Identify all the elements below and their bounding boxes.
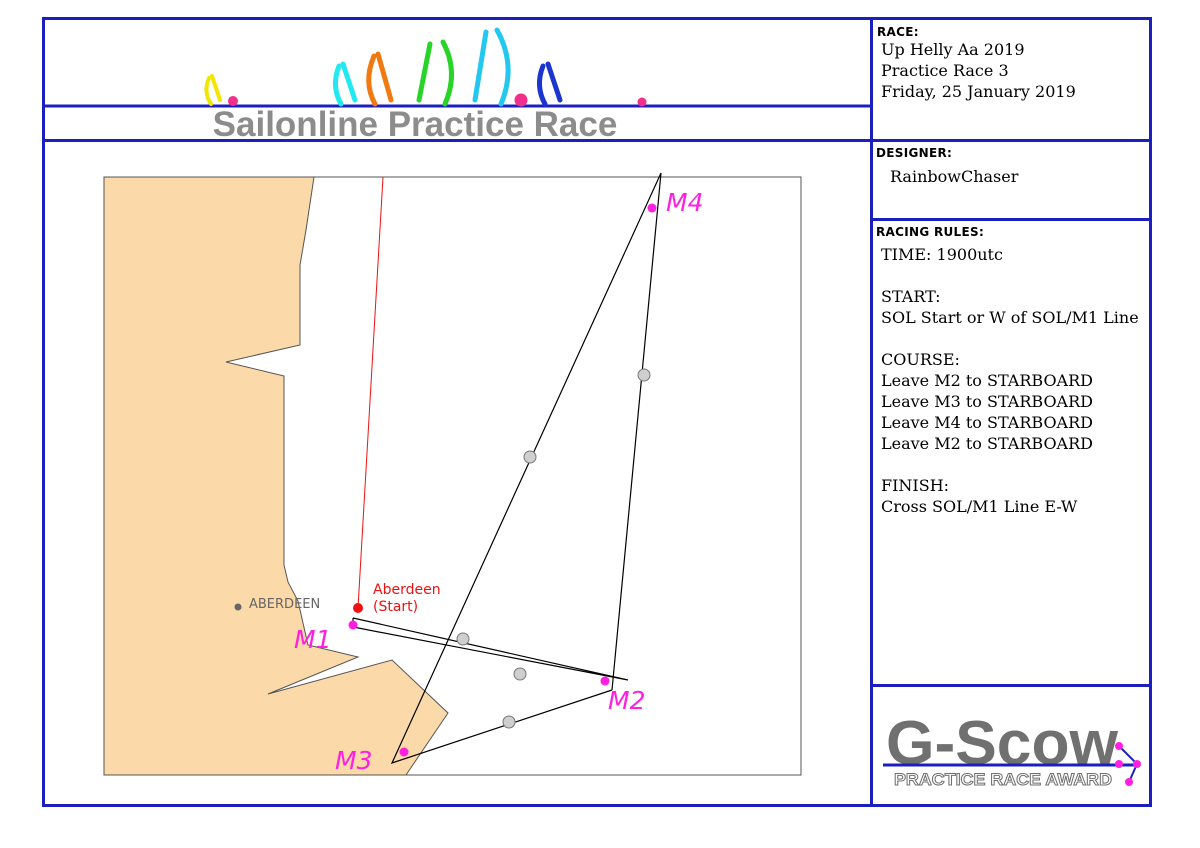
course-map: ABERDEEN Aberdeen (Start) M1 M2 M3 M4 (103, 172, 802, 776)
buoy-icon (1125, 778, 1133, 786)
rules-finish-text: Cross SOL/M1 Line E-W (881, 497, 1078, 516)
start-label: Aberdeen (373, 582, 441, 598)
mark-label-m1: M1 (294, 625, 331, 654)
mark-label-m2: M2 (608, 686, 645, 715)
mark-m3 (399, 747, 409, 757)
designer-name: RainbowChaser (890, 167, 1019, 186)
direction-arrow-icon (513, 667, 527, 681)
banner-divider (42, 139, 873, 142)
direction-arrow-icon (456, 632, 470, 646)
award-title: G-Scow (886, 709, 1119, 778)
award-logo: G-Scow PRACTICE RACE AWARD (883, 709, 1141, 790)
rules-finish-heading: FINISH: (881, 476, 950, 495)
yellow-sail-icon (204, 76, 213, 106)
rules-start-heading: START: (881, 287, 941, 306)
direction-arrows (456, 368, 651, 729)
race-subtitle: Practice Race 3 (881, 61, 1009, 80)
rules-course-item: Leave M2 to STARBOARD (881, 434, 1093, 453)
start-marker (353, 603, 363, 613)
start-sublabel: (Start) (373, 599, 418, 615)
mark-m1 (348, 620, 358, 630)
direction-arrow-icon (637, 368, 651, 382)
buoy-icon (228, 96, 238, 106)
designer-label: DESIGNER: (876, 146, 953, 160)
city-label: ABERDEEN (249, 597, 320, 612)
rules-course-item: Leave M4 to STARBOARD (881, 413, 1093, 432)
direction-arrow-icon (523, 450, 537, 464)
race-label: RACE: (877, 25, 919, 39)
rules-time: TIME: 1900utc (881, 245, 1003, 264)
direction-arrow-icon (502, 715, 516, 729)
buoy-icon (1115, 742, 1123, 750)
buoy-icon (637, 97, 647, 107)
mark-m4 (647, 203, 657, 213)
race-date: Friday, 25 January 2019 (881, 82, 1076, 101)
award-subtitle: PRACTICE RACE AWARD (894, 770, 1112, 789)
start-line (357, 176, 384, 609)
city-dot (234, 603, 242, 611)
column-divider (870, 17, 873, 807)
rules-divider (870, 684, 1152, 687)
navy-sail-icon (537, 63, 548, 107)
rules-start-text: SOL Start or W of SOL/M1 Line (881, 308, 1139, 327)
rules-course-item: Leave M3 to STARBOARD (881, 392, 1093, 411)
green-sail-icon (416, 41, 433, 103)
rules-course-heading: COURSE: (881, 350, 960, 369)
buoy-icon (1115, 760, 1123, 768)
banner-title: Sailonline Practice Race (213, 105, 618, 139)
poster-frame (42, 17, 1152, 807)
buoy-icon (1133, 760, 1141, 768)
race-divider (870, 139, 1152, 142)
cyan-sail-icon (333, 63, 344, 107)
blue-sail-icon (472, 29, 489, 103)
buoy-icon (514, 93, 528, 107)
orange-sail-icon (366, 53, 378, 107)
mark-label-m3: M3 (335, 746, 372, 775)
rules-course-item: Leave M2 to STARBOARD (881, 371, 1093, 390)
mark-m2 (600, 676, 610, 686)
coastline-land (103, 176, 449, 776)
mark-label-m4: M4 (666, 188, 703, 217)
race-name: Up Helly Aa 2019 (881, 40, 1025, 59)
designer-divider (870, 218, 1152, 221)
banner: Sailonline Practice Race (45, 27, 870, 139)
sail-icons (204, 27, 563, 107)
rules-label: RACING RULES: (876, 225, 985, 239)
